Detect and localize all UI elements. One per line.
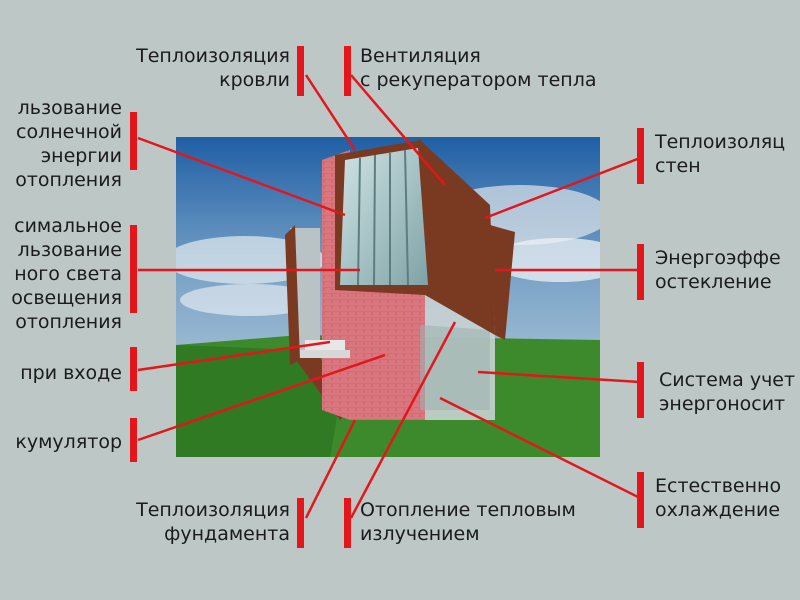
bar-accumulator	[130, 418, 137, 462]
bar-walls	[637, 128, 644, 184]
label-entrance: при входе	[20, 362, 122, 384]
bar-glazing	[637, 244, 644, 300]
bar-daylight	[130, 225, 137, 313]
leader-lines	[137, 74, 641, 519]
bar-solar	[130, 112, 137, 170]
bar-ventilation	[344, 46, 351, 96]
bar-cooling	[637, 472, 644, 528]
house-render	[176, 137, 600, 457]
bar-entrance	[130, 347, 137, 391]
label-accumulator: кумулятор	[15, 431, 122, 453]
bar-roof	[297, 46, 304, 96]
bar-foundation	[297, 498, 304, 548]
bar-radiant	[344, 498, 351, 548]
bar-metering	[637, 362, 644, 418]
